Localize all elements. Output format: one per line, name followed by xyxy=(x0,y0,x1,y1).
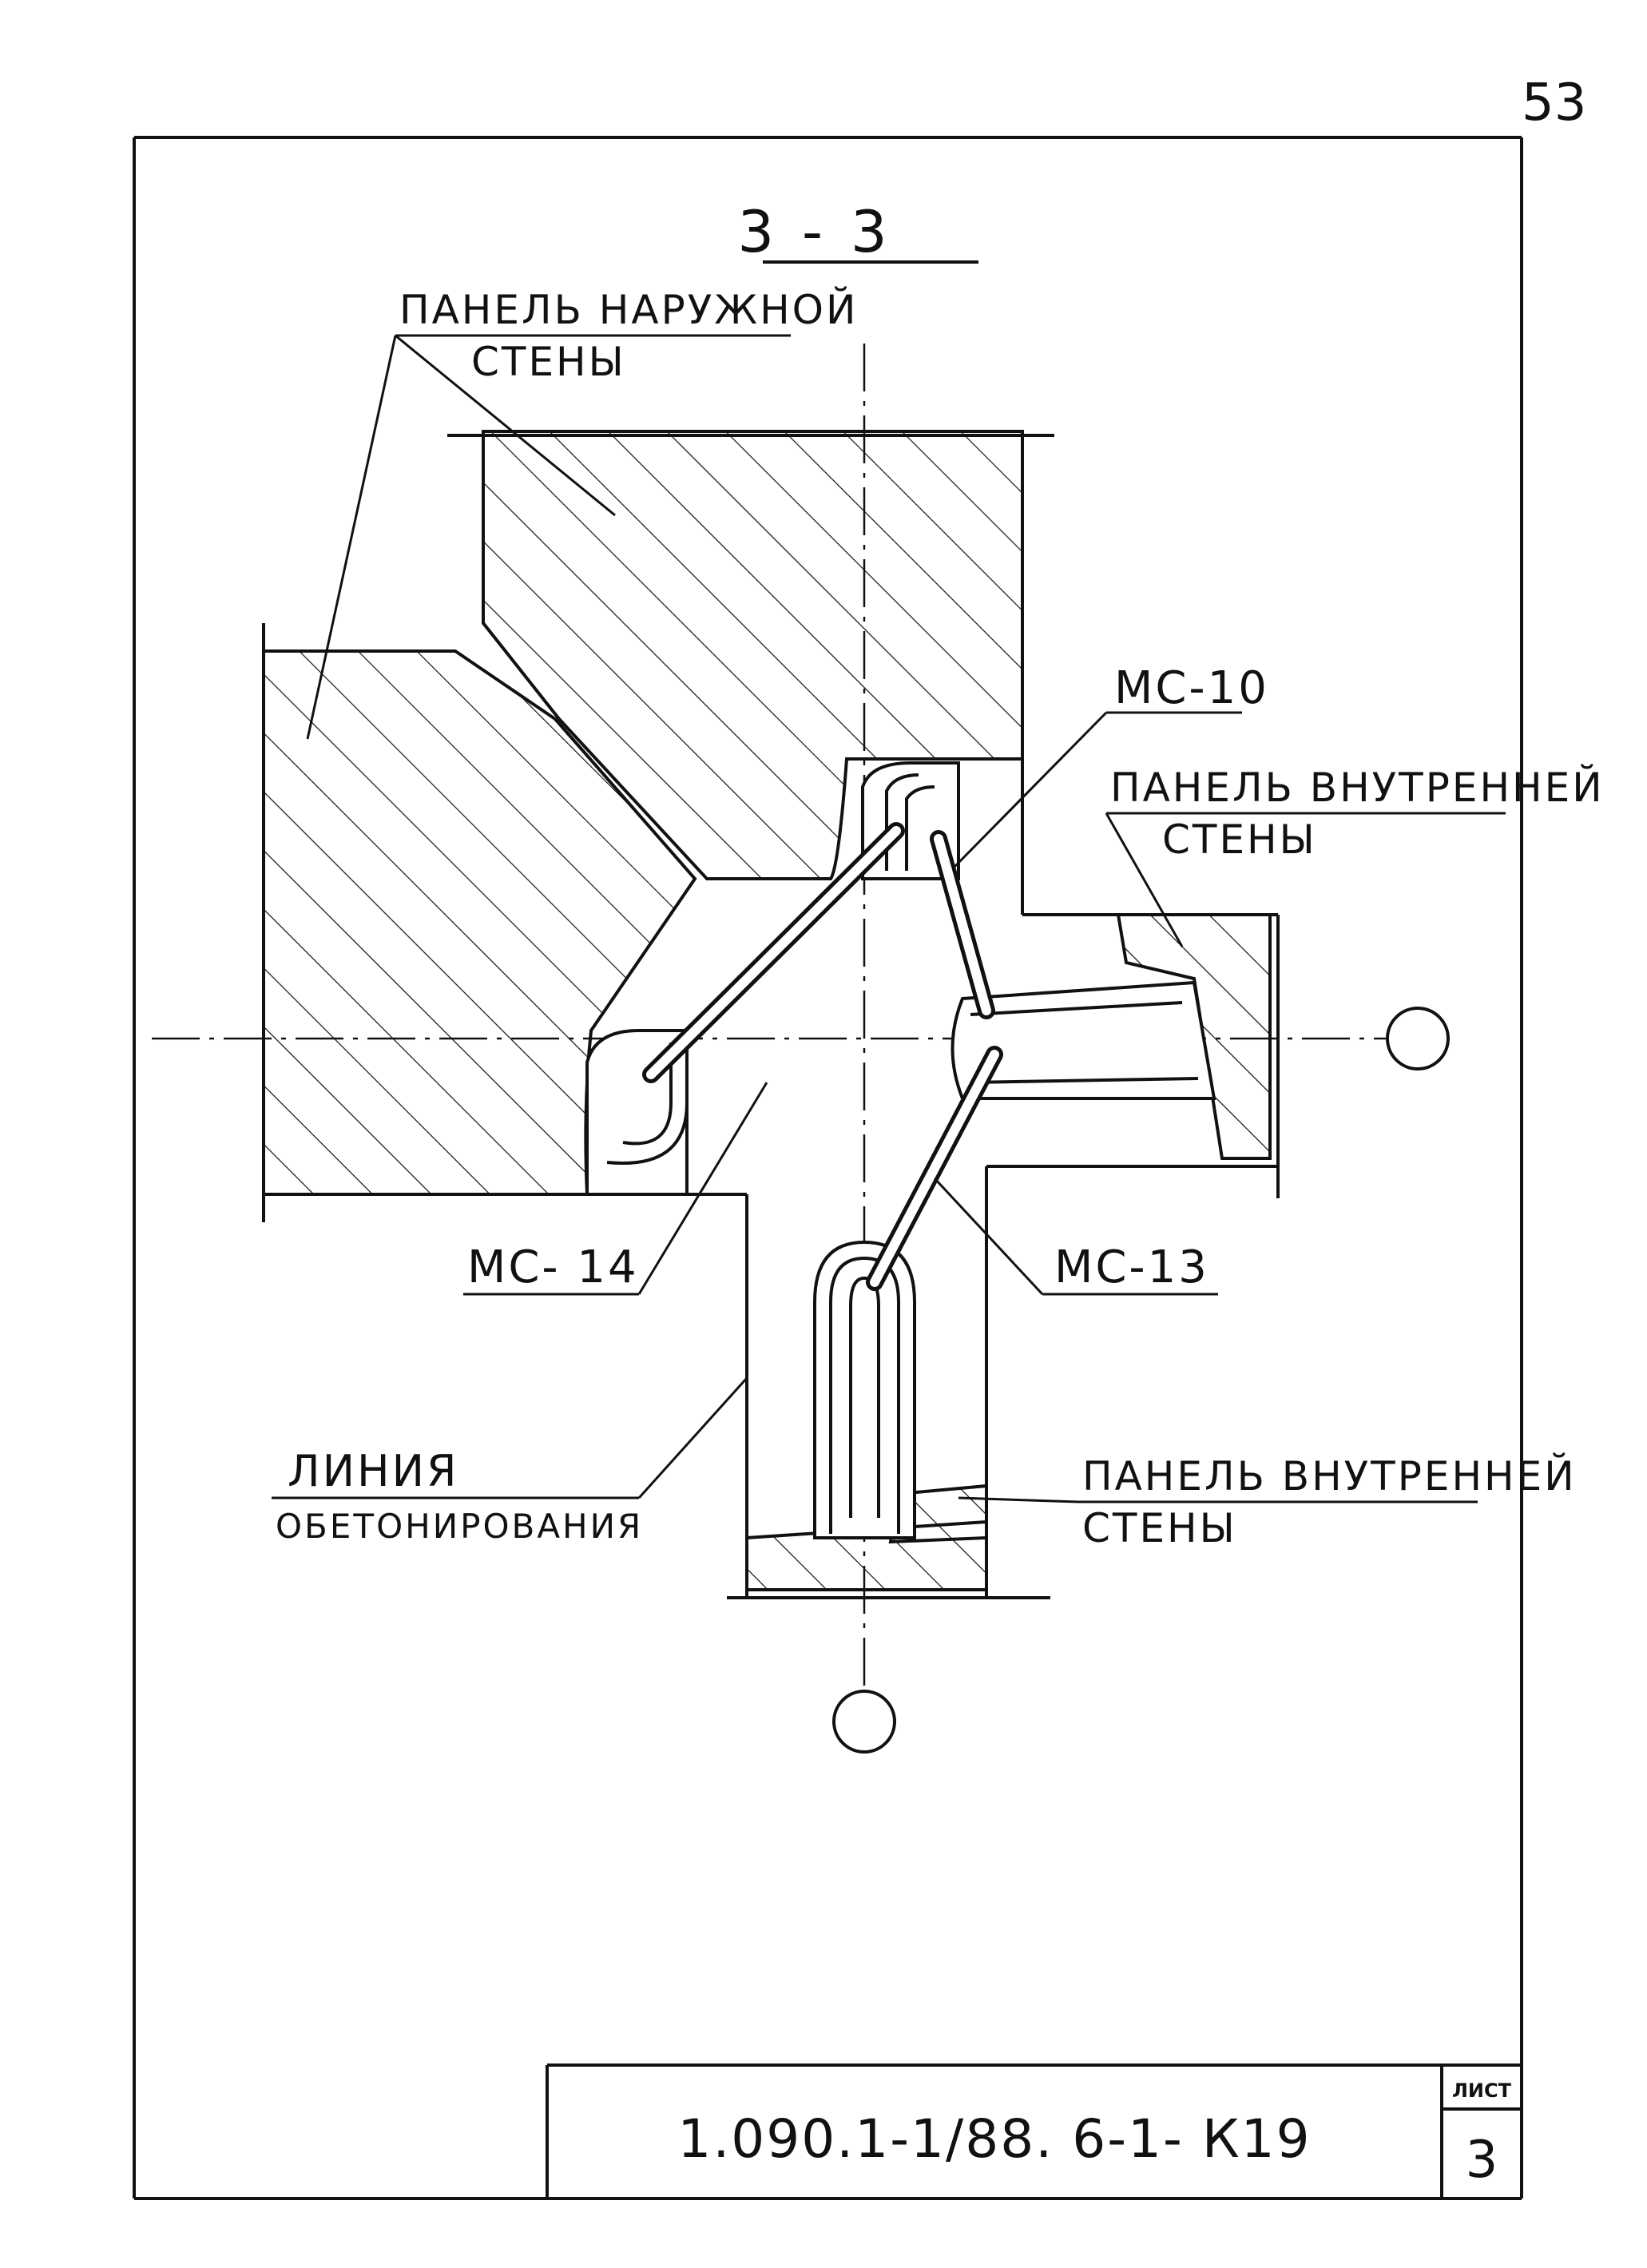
axis-marker-right xyxy=(1386,1007,1450,1070)
label-inner-wall-panel-bottom-line2: СТЕНЫ xyxy=(1082,1505,1237,1551)
label-concreting-line-line1: ЛИНИЯ xyxy=(288,1446,459,1496)
axis-marker-bottom xyxy=(832,1690,896,1754)
label-inner-wall-panel-top-line2: СТЕНЫ xyxy=(1162,816,1317,863)
connection-bars xyxy=(642,822,1003,1291)
loops xyxy=(606,773,1199,1534)
label-outer-wall-panel-line2: СТЕНЫ xyxy=(471,339,626,385)
label-inner-wall-panel-bottom-line1: ПАНЕЛЬ ВНУТРЕННЕЙ xyxy=(1082,1452,1577,1499)
concreting-boundary xyxy=(262,434,1280,1599)
label-concreting-line-line2: ОБЕТОНИРОВАНИЯ xyxy=(276,1507,643,1546)
label-mc10: МС-10 xyxy=(1114,662,1269,714)
label-outer-wall-panel-line1: ПАНЕЛЬ НАРУЖНОЙ xyxy=(399,286,858,333)
title-block-sheet-number: 3 xyxy=(1466,2131,1498,2190)
title-block-code: 1.090.1-1/88. 6-1- К19 xyxy=(677,2108,1311,2170)
drawing-frame xyxy=(133,136,1523,2200)
leader-lines xyxy=(272,334,1506,1503)
page-number: 53 xyxy=(1522,73,1586,133)
outer-wall-panel-top xyxy=(482,430,1024,880)
title-block xyxy=(546,2063,1522,2198)
label-inner-wall-panel-top-line1: ПАНЕЛЬ ВНУТРЕННЕЙ xyxy=(1110,764,1605,811)
title-block-sheet-label: ЛИСТ xyxy=(1452,2079,1512,2102)
label-mc14: МС- 14 xyxy=(467,1241,639,1293)
label-mc13: МС-13 xyxy=(1054,1241,1209,1293)
section-title: 3 - 3 xyxy=(737,198,891,265)
